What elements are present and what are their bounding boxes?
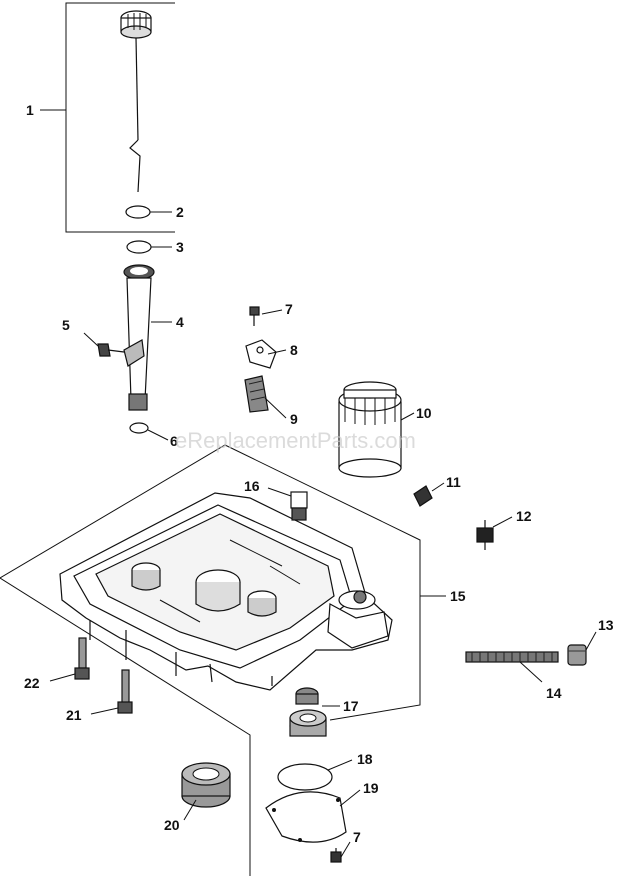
dipstick-tube[interactable]: [123, 264, 155, 411]
oil-pan[interactable]: [59, 492, 393, 691]
screw-7-upper[interactable]: [249, 306, 260, 326]
callout-7-lower: 7: [353, 829, 361, 845]
o-ring-6[interactable]: [129, 422, 149, 434]
callout-8: 8: [290, 342, 298, 358]
gear-assembly[interactable]: [289, 687, 327, 737]
callout-3: 3: [176, 239, 184, 255]
callout-17: 17: [343, 698, 359, 714]
leader-lines: [49, 211, 597, 858]
callout-12: 12: [516, 508, 532, 524]
bolt-22[interactable]: [74, 637, 90, 680]
callout-6: 6: [170, 433, 178, 449]
callout-5: 5: [62, 317, 70, 333]
callout-22: 22: [24, 675, 40, 691]
callout-20: 20: [164, 817, 180, 833]
callout-10: 10: [416, 405, 432, 421]
callout-11: 11: [446, 474, 461, 490]
threaded-stud[interactable]: [465, 651, 559, 663]
baffle-plate[interactable]: [245, 339, 277, 369]
o-ring-18[interactable]: [277, 763, 333, 791]
screw-7-lower[interactable]: [330, 848, 342, 863]
screw-5[interactable]: [97, 343, 125, 357]
callout-9: 9: [290, 411, 298, 427]
watermark: eReplacementParts.com: [175, 428, 416, 453]
callout-2: 2: [176, 204, 184, 220]
callout-19: 19: [363, 780, 379, 796]
callout-15: 15: [450, 588, 466, 604]
oil-seal[interactable]: [181, 762, 231, 808]
callout-4: 4: [176, 314, 184, 330]
callout-16: 16: [244, 478, 260, 494]
o-ring-2[interactable]: [125, 205, 151, 219]
cover-plate[interactable]: [265, 791, 347, 843]
callout-labels: 1 2 3 4 5 6 7 8 9 10 11 12 13 14 15 16 1…: [24, 102, 614, 845]
callout-21: 21: [66, 707, 82, 723]
plug-11[interactable]: [413, 485, 433, 507]
callout-13: 13: [598, 617, 614, 633]
oil-filter[interactable]: [338, 381, 402, 478]
callout-1: 1: [26, 102, 34, 118]
o-ring-3[interactable]: [126, 240, 152, 254]
dipstick-assembly-bracket: [40, 2, 175, 233]
dipstick[interactable]: [120, 10, 152, 193]
plug-16[interactable]: [290, 491, 308, 521]
nut-13[interactable]: [567, 644, 587, 666]
bolt-21[interactable]: [117, 669, 133, 714]
callout-18: 18: [357, 751, 373, 767]
oil-pan-bracket: [0, 444, 421, 876]
oil-screen[interactable]: [244, 375, 269, 413]
oil-pressure-switch[interactable]: [476, 520, 494, 550]
callout-14: 14: [546, 685, 562, 701]
callout-7-upper: 7: [285, 301, 293, 317]
